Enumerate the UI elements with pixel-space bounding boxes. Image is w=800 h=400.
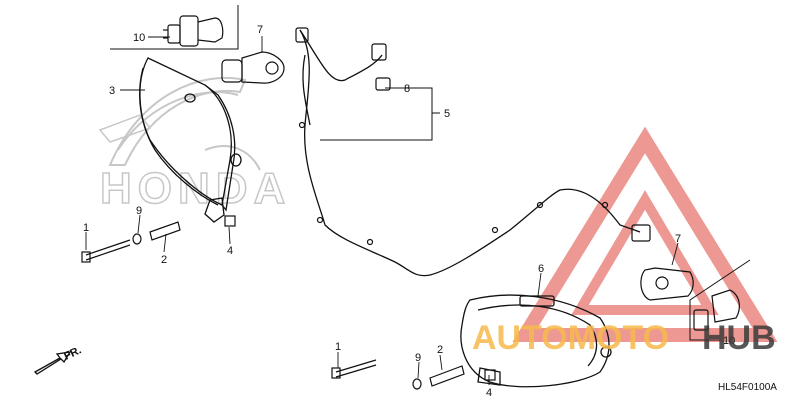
callout-6: 6 bbox=[538, 263, 544, 275]
leader-lines bbox=[85, 36, 679, 385]
fasteners-bottom bbox=[331, 359, 496, 390]
callout-4-left: 4 bbox=[227, 245, 233, 257]
bulb-7-right bbox=[640, 267, 694, 301]
bulb-10-box-right bbox=[689, 259, 751, 341]
watermark-triangle bbox=[512, 126, 778, 342]
callout-7-right: 7 bbox=[675, 233, 681, 245]
direction-arrow: FR. bbox=[33, 344, 83, 375]
callout-9-bottom: 9 bbox=[415, 352, 421, 364]
bulb-10-right bbox=[693, 289, 740, 331]
callout-7-top: 7 bbox=[257, 24, 263, 36]
callout-3: 3 bbox=[109, 85, 115, 97]
diagram-code: HL54F0100A bbox=[718, 382, 777, 393]
headlight-lower bbox=[460, 294, 612, 388]
watermark-auto-text: AUTOMOTO bbox=[472, 319, 669, 357]
harness-connectors bbox=[295, 27, 651, 246]
wire-harness bbox=[299, 29, 641, 277]
callout-10-top: 10 bbox=[133, 32, 145, 44]
callout-9-left: 9 bbox=[136, 205, 142, 217]
callout-5: 5 bbox=[444, 108, 450, 120]
bulb-7-top bbox=[221, 51, 285, 84]
callout-5-bracket bbox=[320, 87, 440, 141]
watermark-text: AUTOMOTO HUB bbox=[472, 319, 776, 357]
bulb-10-top bbox=[163, 15, 224, 47]
callout-1-bottom: 1 bbox=[335, 341, 341, 353]
headlight-upper bbox=[139, 57, 242, 223]
watermark-hub-text: HUB bbox=[702, 319, 776, 357]
direction-label: FR. bbox=[62, 344, 83, 362]
callout-1-left: 1 bbox=[83, 222, 89, 234]
fasteners-left bbox=[81, 215, 236, 263]
callout-10-right: 10 bbox=[723, 335, 735, 347]
callout-2-left: 2 bbox=[161, 254, 167, 266]
callout-2-bottom: 2 bbox=[437, 344, 443, 356]
bulb-10-box bbox=[110, 5, 239, 50]
callout-8: 8 bbox=[404, 83, 410, 95]
callout-4-bottom: 4 bbox=[486, 387, 492, 399]
honda-background-logo: HONDA bbox=[98, 76, 286, 214]
